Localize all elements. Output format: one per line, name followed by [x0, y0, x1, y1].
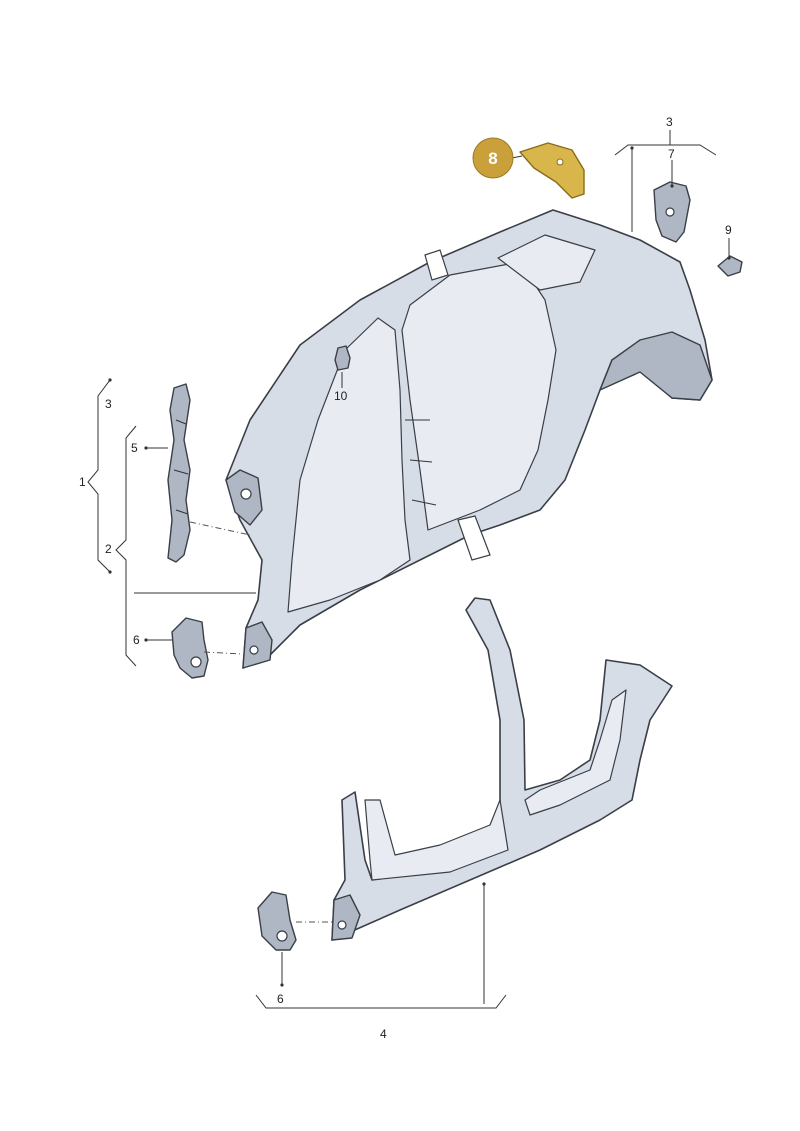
bracket-part-6-upper — [171, 617, 209, 679]
callout-10: 10 — [334, 389, 348, 403]
callout-9: 9 — [725, 223, 732, 237]
callout-7: 7 — [668, 147, 675, 161]
callout-8-badge: 8 — [472, 137, 514, 179]
callout-3-left: 3 — [105, 397, 112, 411]
nut-part-10 — [334, 345, 351, 371]
side-panel-frame — [225, 209, 713, 669]
callout-8: 8 — [488, 149, 497, 168]
callout-1: 1 — [79, 475, 86, 489]
bracket-part-7 — [653, 181, 691, 243]
callout-6-bottom: 6 — [277, 992, 284, 1006]
callout-5: 5 — [131, 441, 138, 455]
side-sill-panel — [331, 597, 673, 941]
bracket-part-6-lower — [257, 891, 297, 951]
gusset-part-8 — [519, 142, 585, 199]
reinforcement-strip-part-5 — [167, 383, 191, 563]
leader-lines — [87, 130, 731, 1009]
callout-6-left: 6 — [133, 633, 140, 647]
callout-2: 2 — [105, 542, 112, 556]
callout-4: 4 — [380, 1027, 387, 1041]
callout-3-top: 3 — [666, 115, 673, 129]
